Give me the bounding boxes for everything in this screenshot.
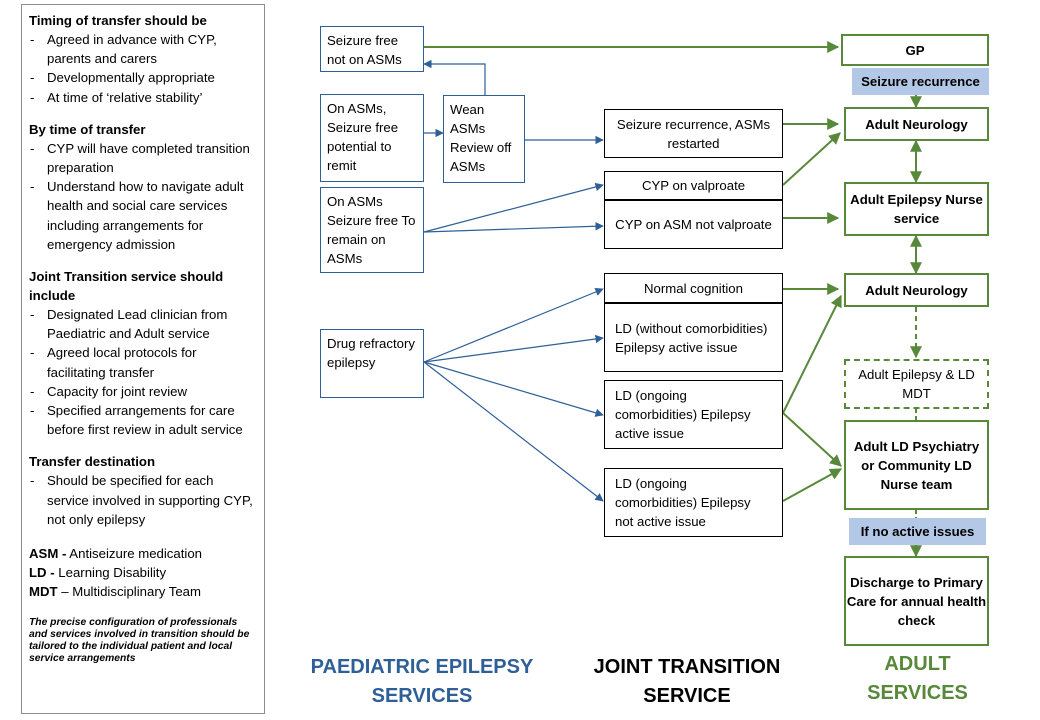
list-item: Designated Lead clinician from Paediatri…	[29, 305, 258, 343]
definition-mdt: MDT – Multidisciplinary Team	[29, 584, 201, 600]
connector-ld-inactive-to-psychiatry	[782, 468, 843, 502]
wean-asms-box: Wean ASMs Review off ASMs	[443, 95, 525, 183]
connector-refractory-to-ld-inactive	[423, 361, 604, 502]
by-time-section: By time of transfer CYP will have comple…	[29, 120, 258, 254]
no-active-issues-label: If no active issues	[849, 518, 986, 545]
timing-heading: Timing of transfer should be	[29, 13, 207, 28]
recurrence-restarted-box: Seizure recurrence, ASMs restarted	[604, 109, 783, 158]
destination-heading: Transfer destination	[29, 454, 156, 470]
connector-ld-active-to-psychiatry	[782, 412, 842, 467]
connector-remain-to-valproate	[423, 182, 604, 233]
connector-refractory-to-normal	[423, 287, 604, 363]
info-panel: Timing of transfer should be Agreed in a…	[21, 4, 265, 714]
discharge-primary-care-box: Discharge to Primary Care for annual hea…	[844, 556, 989, 646]
cyp-valproate-box: CYP on valproate	[604, 171, 783, 200]
remain-on-asms-box: On ASMs Seizure free To remain on ASMs	[320, 187, 424, 273]
list-item: Agreed local protocols for facilitating …	[29, 343, 258, 381]
list-item: At time of ‘relative stability’	[29, 88, 258, 107]
timing-section: Timing of transfer should be Agreed in a…	[29, 11, 258, 107]
connector-remain-to-not-valproate	[423, 222, 604, 233]
list-item: Capacity for joint review	[29, 382, 258, 401]
list-item: CYP will have completed transition prepa…	[29, 139, 258, 177]
adult-epilepsy-nurse-box: Adult Epilepsy Nurse service	[844, 182, 989, 236]
list-item: Understand how to navigate adult health …	[29, 177, 258, 254]
adult-neurology-box-1: Adult Neurology	[844, 107, 989, 141]
configuration-note: The precise configuration of professiona…	[29, 617, 250, 665]
destination-section: Transfer destination Should be specified…	[29, 452, 258, 529]
adult-column-title: ADULT SERVICES	[867, 653, 968, 704]
list-item: Should be specified for each service inv…	[29, 471, 258, 529]
by-time-heading: By time of transfer	[29, 121, 146, 137]
connector-valproate-to-neurology	[782, 132, 841, 186]
seizure-free-box: Seizure free not on ASMs	[320, 26, 424, 72]
paediatric-column-title: PAEDIATRIC EPILEPSY SERVICES	[310, 656, 534, 707]
ld-no-comorbidities-box: LD (without comorbidities) Epilepsy acti…	[604, 303, 783, 372]
list-item: Specified arrangements for care before f…	[29, 401, 258, 439]
abbreviations: ASM - Antiseizure medication LD - Learni…	[29, 544, 258, 601]
joint-column-title: JOINT TRANSITION SERVICE	[593, 656, 781, 707]
potential-remit-box: On ASMs, Seizure free potential to remit	[320, 94, 424, 182]
ld-comorbidities-active-box: LD (ongoing comorbidities) Epilepsy acti…	[604, 380, 783, 449]
cyp-not-valproate-box: CYP on ASM not valproate	[604, 200, 783, 249]
definition-asm: ASM - Antiseizure medication	[29, 546, 202, 562]
connector-refractory-to-ld-no-comorb	[423, 334, 604, 363]
gp-box: GP	[841, 34, 989, 66]
epilepsy-ld-mdt-box: Adult Epilepsy & LD MDT	[844, 359, 989, 409]
joint-service-heading: Joint Transition service should include	[29, 269, 224, 304]
adult-neurology-box-2: Adult Neurology	[844, 273, 989, 307]
ld-comorbidities-inactive-box: LD (ongoing comorbidities) Epilepsy not …	[604, 468, 783, 537]
connector-ld-active-to-neurology	[782, 294, 842, 414]
ld-psychiatry-box: Adult LD Psychiatry or Community LD Nurs…	[844, 420, 989, 510]
normal-cognition-box: Normal cognition	[604, 273, 783, 303]
connector-wean-to-seizure-free	[423, 59, 486, 95]
list-item: Developmentally appropriate	[29, 68, 258, 87]
connector-refractory-to-ld-active	[423, 361, 604, 417]
drug-refractory-box: Drug refractory epilepsy	[320, 329, 424, 398]
joint-service-section: Joint Transition service should include …	[29, 267, 258, 439]
definition-ld: LD - Learning Disability	[29, 565, 167, 581]
list-item: Agreed in advance with CYP, parents and …	[29, 30, 258, 68]
seizure-recurrence-label: Seizure recurrence	[852, 68, 989, 95]
